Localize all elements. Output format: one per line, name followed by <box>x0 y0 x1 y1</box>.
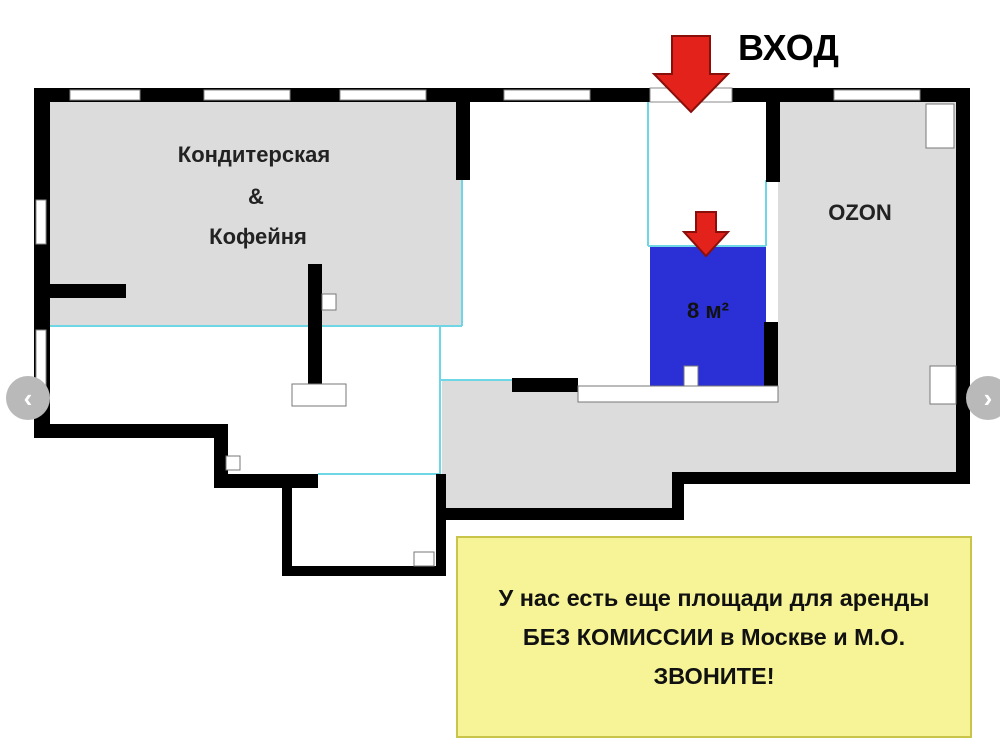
ozon-label: OZON <box>828 200 892 225</box>
fixtures <box>225 103 957 567</box>
cafe-area <box>50 102 462 326</box>
cafe-label-line-2: & <box>248 184 264 209</box>
ozon-area <box>442 102 958 508</box>
cafe-label-line-1: Кондитерская <box>178 142 330 167</box>
prev-image-button[interactable]: ‹ <box>6 376 50 420</box>
cafe-label-line-3: Кофейня <box>209 224 307 249</box>
unit-8m2-area[interactable] <box>650 246 766 386</box>
partitions <box>50 100 767 475</box>
chevron-left-icon: ‹ <box>23 382 33 413</box>
entrance-label: ВХОД <box>738 27 839 68</box>
unit-label: 8 м² <box>687 298 729 323</box>
unit-arrow-icon <box>681 211 731 258</box>
promo-banner: У нас есть еще площади для аренды БЕЗ КО… <box>456 536 972 738</box>
promo-text: У нас есть еще площади для аренды БЕЗ КО… <box>498 584 930 689</box>
chevron-right-icon: › <box>983 382 993 413</box>
entrance-arrow-icon <box>651 35 731 114</box>
windows <box>35 89 921 387</box>
next-image-button[interactable]: › <box>966 376 1000 420</box>
